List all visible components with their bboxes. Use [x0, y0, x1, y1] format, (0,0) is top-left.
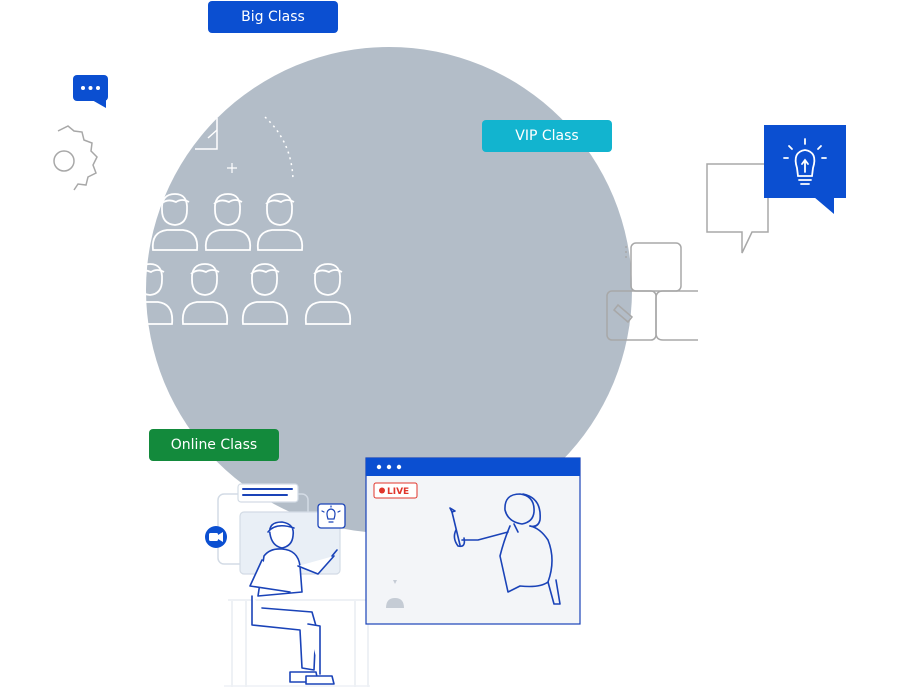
- lightbulb-icon: [764, 125, 846, 214]
- teacher-figure: [449, 493, 561, 605]
- board-fragment: [195, 116, 294, 181]
- background-circle: [146, 47, 632, 533]
- student-figure: [151, 193, 199, 251]
- live-window: LIVE: [365, 457, 581, 625]
- video-camera-icon: [205, 526, 227, 548]
- students-group: [126, 193, 352, 325]
- online-class-scene: [205, 483, 370, 687]
- student-figure: [304, 263, 352, 325]
- seated-student-figure: [249, 521, 338, 685]
- gear-icon: [53, 125, 98, 191]
- big-class-tag[interactable]: Big Class: [208, 1, 338, 33]
- student-figure: [126, 263, 174, 325]
- live-label: LIVE: [387, 487, 409, 497]
- pencil-icon: [612, 303, 634, 324]
- online-class-tag[interactable]: Online Class: [149, 429, 279, 461]
- student-figure: [204, 193, 252, 251]
- speech-bubble-outline: [706, 163, 769, 254]
- live-badge: LIVE: [373, 482, 418, 499]
- chat-bubble-icon: [73, 75, 108, 108]
- student-figure: [181, 263, 229, 325]
- student-figure: [256, 193, 304, 251]
- stacked-blocks: [606, 242, 698, 341]
- student-figure: [241, 263, 289, 325]
- vip-class-tag[interactable]: VIP Class: [482, 120, 612, 152]
